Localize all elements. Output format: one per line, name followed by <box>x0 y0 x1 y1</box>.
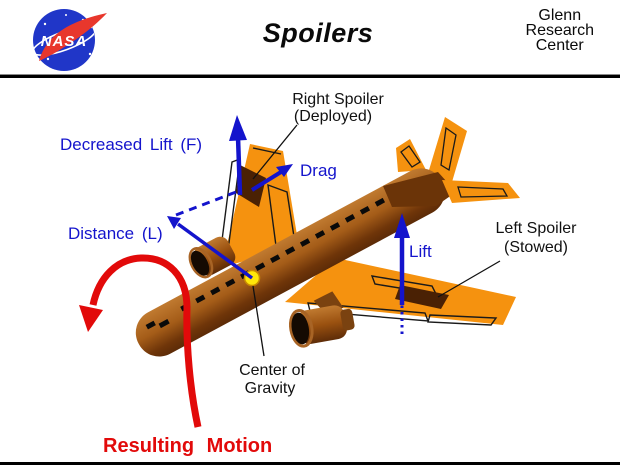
rotation-arrow <box>79 254 202 428</box>
right-spoiler-pointer <box>252 124 298 180</box>
label-decreased-lift: Decreased Lift (F) <box>60 135 202 154</box>
moment-arm-dashed-line <box>175 190 237 217</box>
page-title: Spoilers <box>262 18 374 48</box>
airplane-illustration: Right Spoiler (Deployed) Decreased Lift … <box>60 91 578 457</box>
nasa-logo: NASA <box>32 9 107 71</box>
nasa-logo-text: NASA <box>41 33 88 50</box>
label-lift: Lift <box>409 242 432 261</box>
footer-divider <box>0 462 620 465</box>
left-spoiler-stowed <box>395 285 449 309</box>
cockpit-window <box>158 318 170 329</box>
left-engine <box>288 291 355 348</box>
label-right-spoiler-line1: Right Spoiler <box>292 91 384 108</box>
right-engine <box>188 236 236 279</box>
fuselage <box>135 168 445 357</box>
right-spoiler-deployed <box>236 165 266 207</box>
tail-cone <box>383 172 456 207</box>
window-row <box>180 186 407 312</box>
label-right-spoiler-line2: (Deployed) <box>294 108 372 125</box>
label-left-spoiler-line2: (Stowed) <box>504 239 568 256</box>
vertical-fin <box>426 117 467 182</box>
org-name: Glenn Research Center <box>525 7 594 54</box>
lift-arrow <box>394 213 410 334</box>
left-spoiler-pointer <box>437 260 501 298</box>
header-divider <box>0 74 620 78</box>
right-stabilizer <box>442 180 520 203</box>
decreased-lift-arrow <box>229 115 247 196</box>
label-left-spoiler-line1: Left Spoiler <box>496 220 578 237</box>
label-center-of-gravity-line1: Center of <box>239 362 305 379</box>
nasa-logo-swoosh <box>39 13 107 61</box>
label-center-of-gravity-line2: Gravity <box>245 380 296 397</box>
cockpit-window <box>145 320 156 330</box>
label-drag: Drag <box>300 161 337 180</box>
drag-arrow <box>250 164 293 192</box>
cg-pointer <box>252 285 265 357</box>
label-resulting-motion: Resulting Motion <box>103 435 272 457</box>
tail-assembly <box>396 117 467 182</box>
distance-line <box>167 216 254 280</box>
label-distance: Distance (L) <box>68 224 163 243</box>
